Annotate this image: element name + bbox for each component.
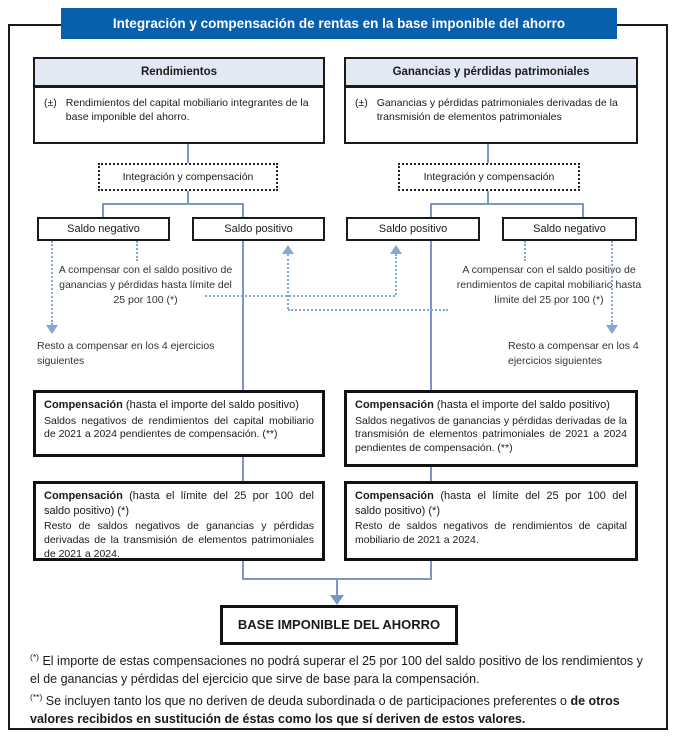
dotted-connector (524, 241, 526, 261)
saldo-positivo-right-box: Saldo positivo (346, 217, 480, 241)
compensation-title-rest: (hasta el importe del saldo positivo) (122, 399, 299, 411)
footnote-text-bold: de otros valores recibidos en sustitució… (30, 694, 620, 726)
connector-line (242, 455, 244, 481)
connector-line (430, 559, 432, 580)
integration-box-right: Integración y compensación (398, 163, 580, 191)
connector-line (242, 578, 432, 580)
connector-line (242, 241, 244, 390)
footnote-2: (**) Se incluyen tanto los que no derive… (30, 692, 652, 728)
arrow-down-icon (330, 595, 344, 605)
footnote-text: El importe de estas compensaciones no po… (30, 654, 643, 686)
connector-line (487, 191, 489, 205)
connector-line (336, 580, 338, 597)
compensation-body: Saldos negativos de ganancias y pérdidas… (355, 414, 627, 455)
compensation-body: Resto de saldos negativos de ganancias y… (44, 520, 314, 560)
compensation-title: Compensación (355, 399, 434, 411)
source-box-ganancias: (±) Ganancias y pérdidas patrimoniales d… (344, 86, 638, 144)
dotted-connector (205, 295, 395, 297)
footnote-marker: (**) (30, 692, 43, 703)
compensation-title: Compensación (355, 490, 434, 502)
integration-box-left: Integración y compensación (98, 163, 278, 191)
footnote-text: Se incluyen tanto los que no deriven de … (45, 694, 567, 709)
compensation-title-rest: (hasta el límite del 25 por 100 del sald… (355, 490, 627, 517)
arrow-up-icon (390, 245, 402, 254)
compensation-box-left-2: Compensación (hasta el límite del 25 por… (33, 481, 325, 561)
compensation-title-rest: (hasta el importe del saldo positivo) (433, 399, 610, 411)
connector-line (187, 191, 189, 205)
diagram-title: Integración y compensación de rentas en … (61, 8, 617, 39)
resto-note-right: Resto a compensar en los 4 ejercicios si… (508, 340, 639, 368)
header-ganancias: Ganancias y pérdidas patrimoniales (344, 57, 638, 87)
arrow-down-icon (606, 325, 618, 334)
saldo-negativo-right-box: Saldo negativo (502, 217, 637, 241)
dotted-connector (395, 254, 397, 295)
resto-note-left: Resto a compensar en los 4 ejercicios si… (37, 340, 215, 368)
arrow-up-icon (282, 245, 294, 254)
compensation-title-rest: (hasta el límite del 25 por 100 del sald… (44, 490, 314, 517)
plus-minus-sign: (±) (355, 97, 368, 109)
connector-line (102, 203, 104, 217)
saldo-positivo-left-box: Saldo positivo (192, 217, 325, 241)
dotted-connector (136, 241, 138, 261)
footnotes: (*) El importe de estas compensaciones n… (30, 652, 652, 732)
connector-line (187, 144, 189, 163)
source-text-rendimientos: Rendimientos del capital mobiliario inte… (65, 97, 309, 124)
source-text-ganancias: Ganancias y pérdidas patrimoniales deriv… (376, 97, 618, 124)
compensar-note-right: A compensar con el saldo positivo de ren… (456, 264, 642, 307)
compensation-body: Saldos negativos de rendimientos del cap… (44, 414, 314, 441)
source-box-rendimientos: (±) Rendimientos del capital mobiliario … (33, 86, 325, 144)
connector-line (487, 144, 489, 163)
connector-line (430, 203, 432, 217)
connector-line (430, 465, 432, 481)
plus-minus-sign: (±) (44, 97, 57, 109)
dotted-connector (287, 254, 289, 309)
footnote-marker: (*) (30, 652, 39, 662)
dotted-connector (611, 241, 613, 325)
connector-line (102, 203, 244, 205)
connector-line (242, 559, 244, 580)
connector-line (582, 203, 584, 217)
connector-line (242, 203, 244, 217)
footnote-1: (*) El importe de estas compensaciones n… (30, 652, 652, 688)
arrow-down-icon (46, 325, 58, 334)
dotted-connector (51, 241, 53, 325)
saldo-negativo-left-box: Saldo negativo (37, 217, 170, 241)
compensation-box-right-1: Compensación (hasta el importe del saldo… (344, 390, 638, 467)
base-imponible-box: BASE IMPONIBLE DEL AHORRO (220, 605, 458, 645)
header-rendimientos: Rendimientos (33, 57, 325, 87)
compensation-title: Compensación (44, 399, 123, 411)
connector-line (430, 241, 432, 390)
compensation-box-left-1: Compensación (hasta el importe del saldo… (33, 390, 325, 457)
compensation-title: Compensación (44, 490, 123, 502)
compensar-note-left: A compensar con el saldo positivo de gan… (58, 264, 233, 307)
dotted-connector (288, 309, 448, 311)
compensation-box-right-2: Compensación (hasta el límite del 25 por… (344, 481, 638, 561)
compensation-body: Resto de saldos negativos de rendimiento… (355, 520, 627, 546)
connector-line (430, 203, 584, 205)
